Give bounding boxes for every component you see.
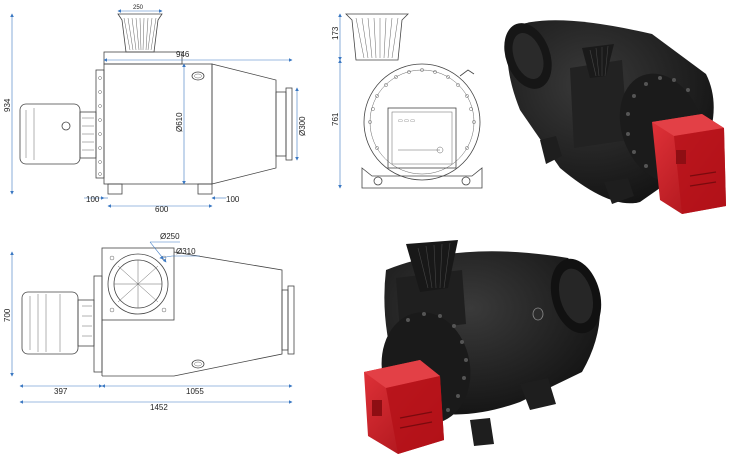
end-flange-bolts bbox=[368, 68, 476, 150]
dim-outlet-diameter: Ø300 bbox=[298, 116, 307, 136]
dim-foot-left: 100 bbox=[86, 195, 100, 204]
burner-render-bottom bbox=[364, 360, 444, 454]
iso-flange-bolts-bottom bbox=[406, 312, 468, 412]
dim-inlet-height: 173 bbox=[331, 26, 340, 40]
dim-top-body-length: 1055 bbox=[186, 387, 204, 396]
dim-body-diameter: Ø610 bbox=[175, 112, 184, 132]
top-view-drawing bbox=[21, 247, 295, 377]
side-view-drawing bbox=[19, 13, 293, 195]
isometric-render-right bbox=[504, 20, 726, 214]
dim-total-height: 934 bbox=[3, 98, 12, 112]
end-view-drawing: ▭ ▭ ▭ bbox=[345, 13, 483, 189]
side-view-dimensions: 250 946 934 Ø610 Ø300 100 600 100 bbox=[3, 5, 307, 214]
dim-end-total-height: 761 bbox=[331, 112, 340, 126]
end-view-dimensions: 173 761 bbox=[331, 13, 342, 189]
dim-body-length: 946 bbox=[176, 50, 190, 59]
dim-top-width: 700 bbox=[3, 308, 12, 322]
dim-burner-length: 397 bbox=[54, 387, 68, 396]
top-view-dimensions: Ø250 Ø310 700 397 1055 1452 bbox=[3, 232, 293, 412]
dim-total-length: 1452 bbox=[150, 403, 168, 412]
dim-foot-right: 100 bbox=[226, 195, 240, 204]
iso-flange-bolts-right bbox=[626, 76, 690, 168]
dim-flange-diameter: Ø310 bbox=[176, 247, 196, 256]
dim-foot-span: 600 bbox=[155, 205, 169, 214]
end-view-label-plate: ▭ ▭ ▭ bbox=[398, 118, 415, 124]
dim-inlet-width: 250 bbox=[133, 5, 144, 11]
burner-render-right bbox=[652, 114, 726, 214]
isometric-render-bottom bbox=[364, 240, 602, 454]
dim-inlet-diameter: Ø250 bbox=[160, 232, 180, 241]
